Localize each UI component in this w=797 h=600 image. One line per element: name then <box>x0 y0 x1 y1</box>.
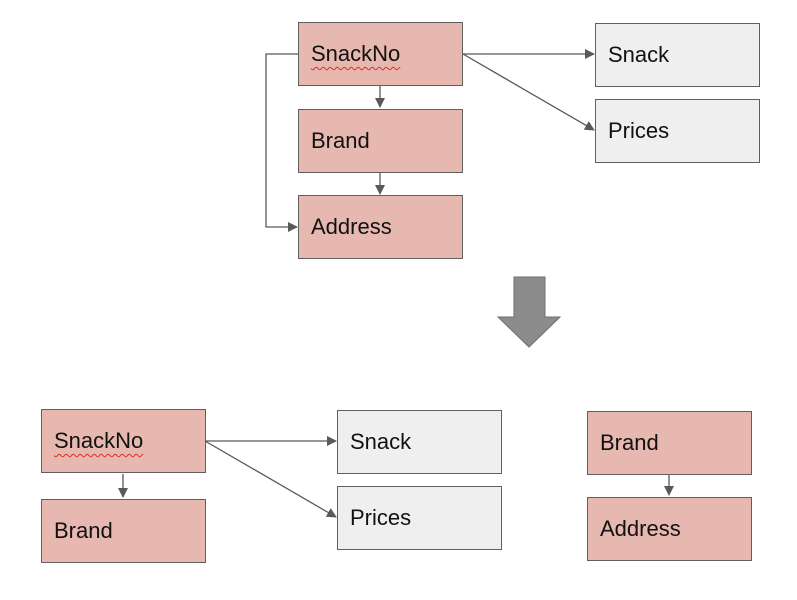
node-label: Snack <box>350 429 412 454</box>
arrow-snackno-to-prices-bottom <box>204 440 337 518</box>
node-label: Brand <box>600 430 659 455</box>
node-snack-bottom: Snack <box>337 410 502 474</box>
node-label: Snack <box>608 42 670 67</box>
node-label: Prices <box>608 118 670 143</box>
node-label: Address <box>311 214 392 239</box>
node-label: Brand <box>54 518 113 543</box>
node-prices-top: Prices <box>595 99 760 163</box>
node-snackno-bottom: SnackNo <box>41 409 206 473</box>
node-label: Prices <box>350 505 412 530</box>
node-brand-top: Brand <box>298 109 463 173</box>
node-snackno-top: SnackNo <box>298 22 463 86</box>
node-address-bottom: Address <box>587 497 752 561</box>
arrow-snackno-to-address-top <box>265 53 299 232</box>
node-address-top: Address <box>298 195 463 259</box>
node-snack-top: Snack <box>595 23 760 87</box>
node-brand-bottom-right: Brand <box>587 411 752 475</box>
arrow-snackno-to-prices-top <box>462 53 595 131</box>
node-prices-bottom: Prices <box>337 486 502 550</box>
node-label: Brand <box>311 128 370 153</box>
node-label: SnackNo <box>54 428 144 453</box>
node-label: Address <box>600 516 681 541</box>
node-brand-bottom-left: Brand <box>41 499 206 563</box>
down-arrow-icon <box>496 276 562 348</box>
node-label: SnackNo <box>311 41 401 66</box>
